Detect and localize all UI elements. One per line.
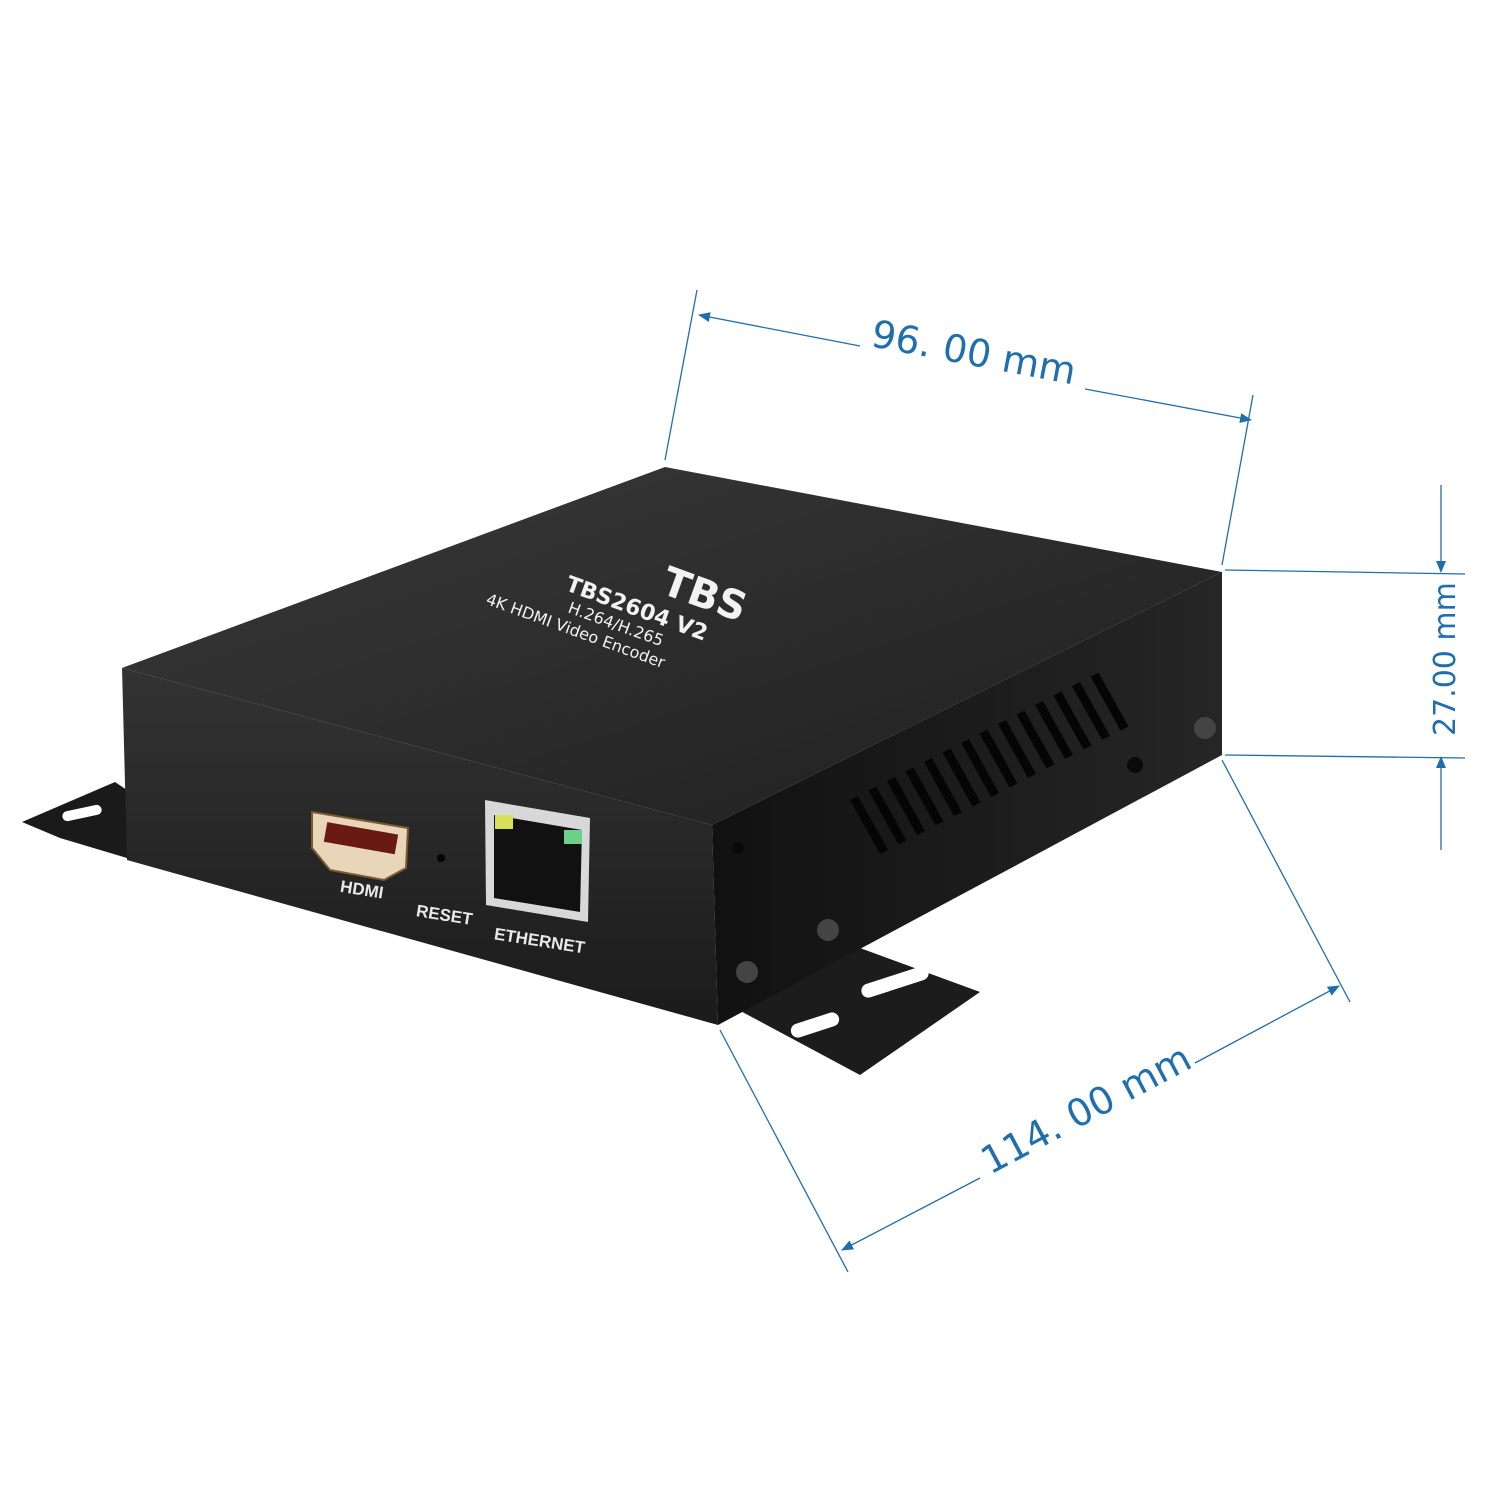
reset-button[interactable]	[437, 854, 445, 862]
vent-slot	[850, 796, 888, 854]
device-side-face	[712, 572, 1222, 1025]
screw-icon	[817, 919, 839, 941]
bracket-slot	[861, 966, 929, 998]
vent-slot	[924, 758, 962, 816]
device-top-face	[122, 467, 1222, 825]
vent-slot	[1016, 710, 1055, 769]
screw-icon	[736, 961, 758, 983]
dimension-length	[719, 759, 1351, 1273]
vent-slot	[1053, 691, 1092, 750]
width-label: 96. 00 mm	[868, 312, 1080, 394]
vent-slot	[942, 748, 981, 807]
vent-slot	[905, 767, 944, 826]
vent-slot	[1072, 682, 1110, 740]
led-hole	[732, 842, 744, 854]
left-mounting-bracket	[22, 782, 127, 858]
vent-slot	[1035, 701, 1073, 759]
height-label: 27.00 mm	[1428, 582, 1463, 736]
bracket-slot	[790, 1012, 840, 1038]
length-label: 114. 00 mm	[974, 1036, 1199, 1183]
ventilation-slots	[850, 672, 1129, 854]
bracket-slot	[62, 804, 102, 822]
device-front-face	[122, 668, 718, 1025]
dimension-width	[664, 289, 1254, 566]
dimension-height	[1224, 485, 1466, 850]
led-link	[495, 815, 513, 829]
vent-slot	[961, 739, 999, 797]
vent-slot	[979, 729, 1018, 788]
vent-slot	[998, 720, 1036, 778]
led-activity	[564, 830, 582, 844]
screw-icon	[1194, 717, 1216, 739]
vent-slot	[868, 786, 907, 845]
vent-slot	[1090, 672, 1129, 731]
power-jack	[1127, 757, 1143, 773]
vent-slot	[887, 777, 925, 835]
